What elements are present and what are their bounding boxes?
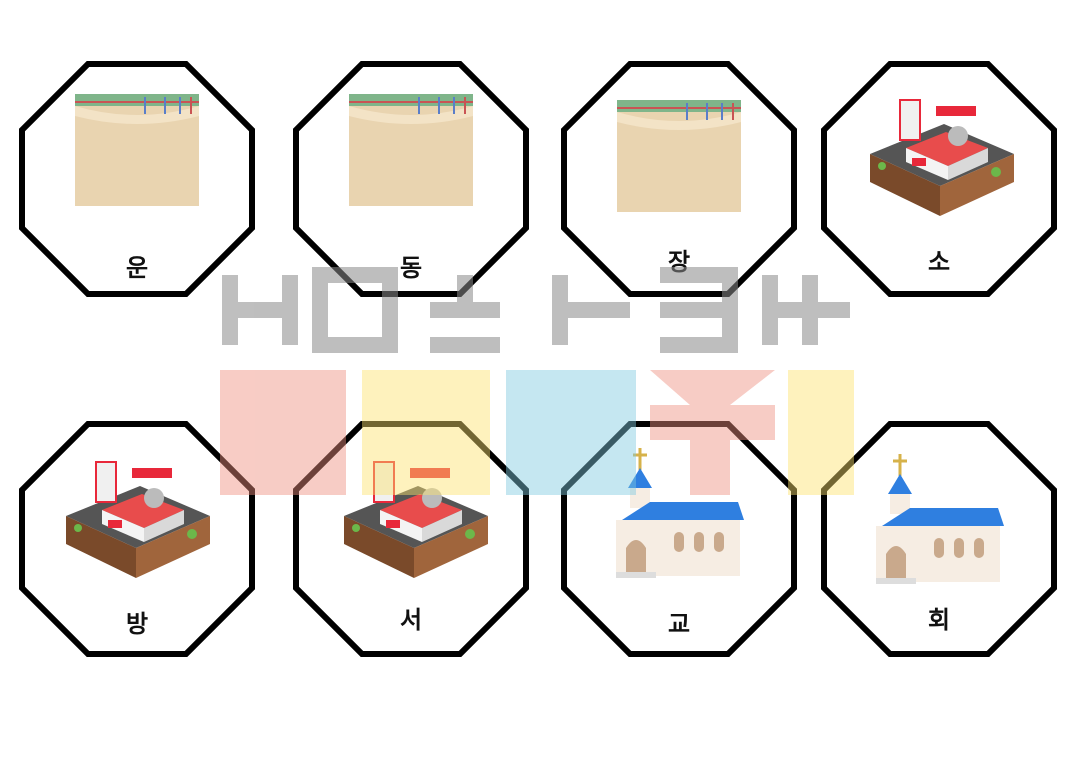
church-icon — [616, 448, 744, 578]
card-hoe[interactable]: 회 — [820, 420, 1058, 658]
card-gyo[interactable]: 교 — [560, 420, 798, 658]
playground-icon — [617, 100, 741, 212]
card-bang[interactable]: 방 — [18, 420, 256, 658]
fire-station-icon — [870, 99, 1014, 216]
syllable-label: 장 — [667, 248, 691, 276]
card-seo[interactable]: 서 — [292, 420, 530, 658]
fire-station-icon — [344, 461, 488, 578]
card-dong[interactable]: 동 — [292, 60, 530, 298]
syllable-label: 회 — [927, 606, 951, 634]
syllable-label: 운 — [125, 254, 149, 282]
syllable-label: 소 — [927, 248, 951, 276]
fire-station-icon — [66, 461, 210, 578]
playground-icon — [75, 94, 199, 206]
church-icon — [876, 454, 1004, 584]
syllable-label: 서 — [399, 606, 423, 634]
card-so[interactable]: 소 — [820, 60, 1058, 298]
card-jang[interactable]: 장 — [560, 60, 798, 298]
card-un[interactable]: 운 — [18, 60, 256, 298]
syllable-label: 교 — [667, 610, 691, 638]
syllable-label: 방 — [125, 610, 149, 638]
syllable-label: 동 — [399, 254, 423, 282]
playground-icon — [349, 94, 473, 206]
